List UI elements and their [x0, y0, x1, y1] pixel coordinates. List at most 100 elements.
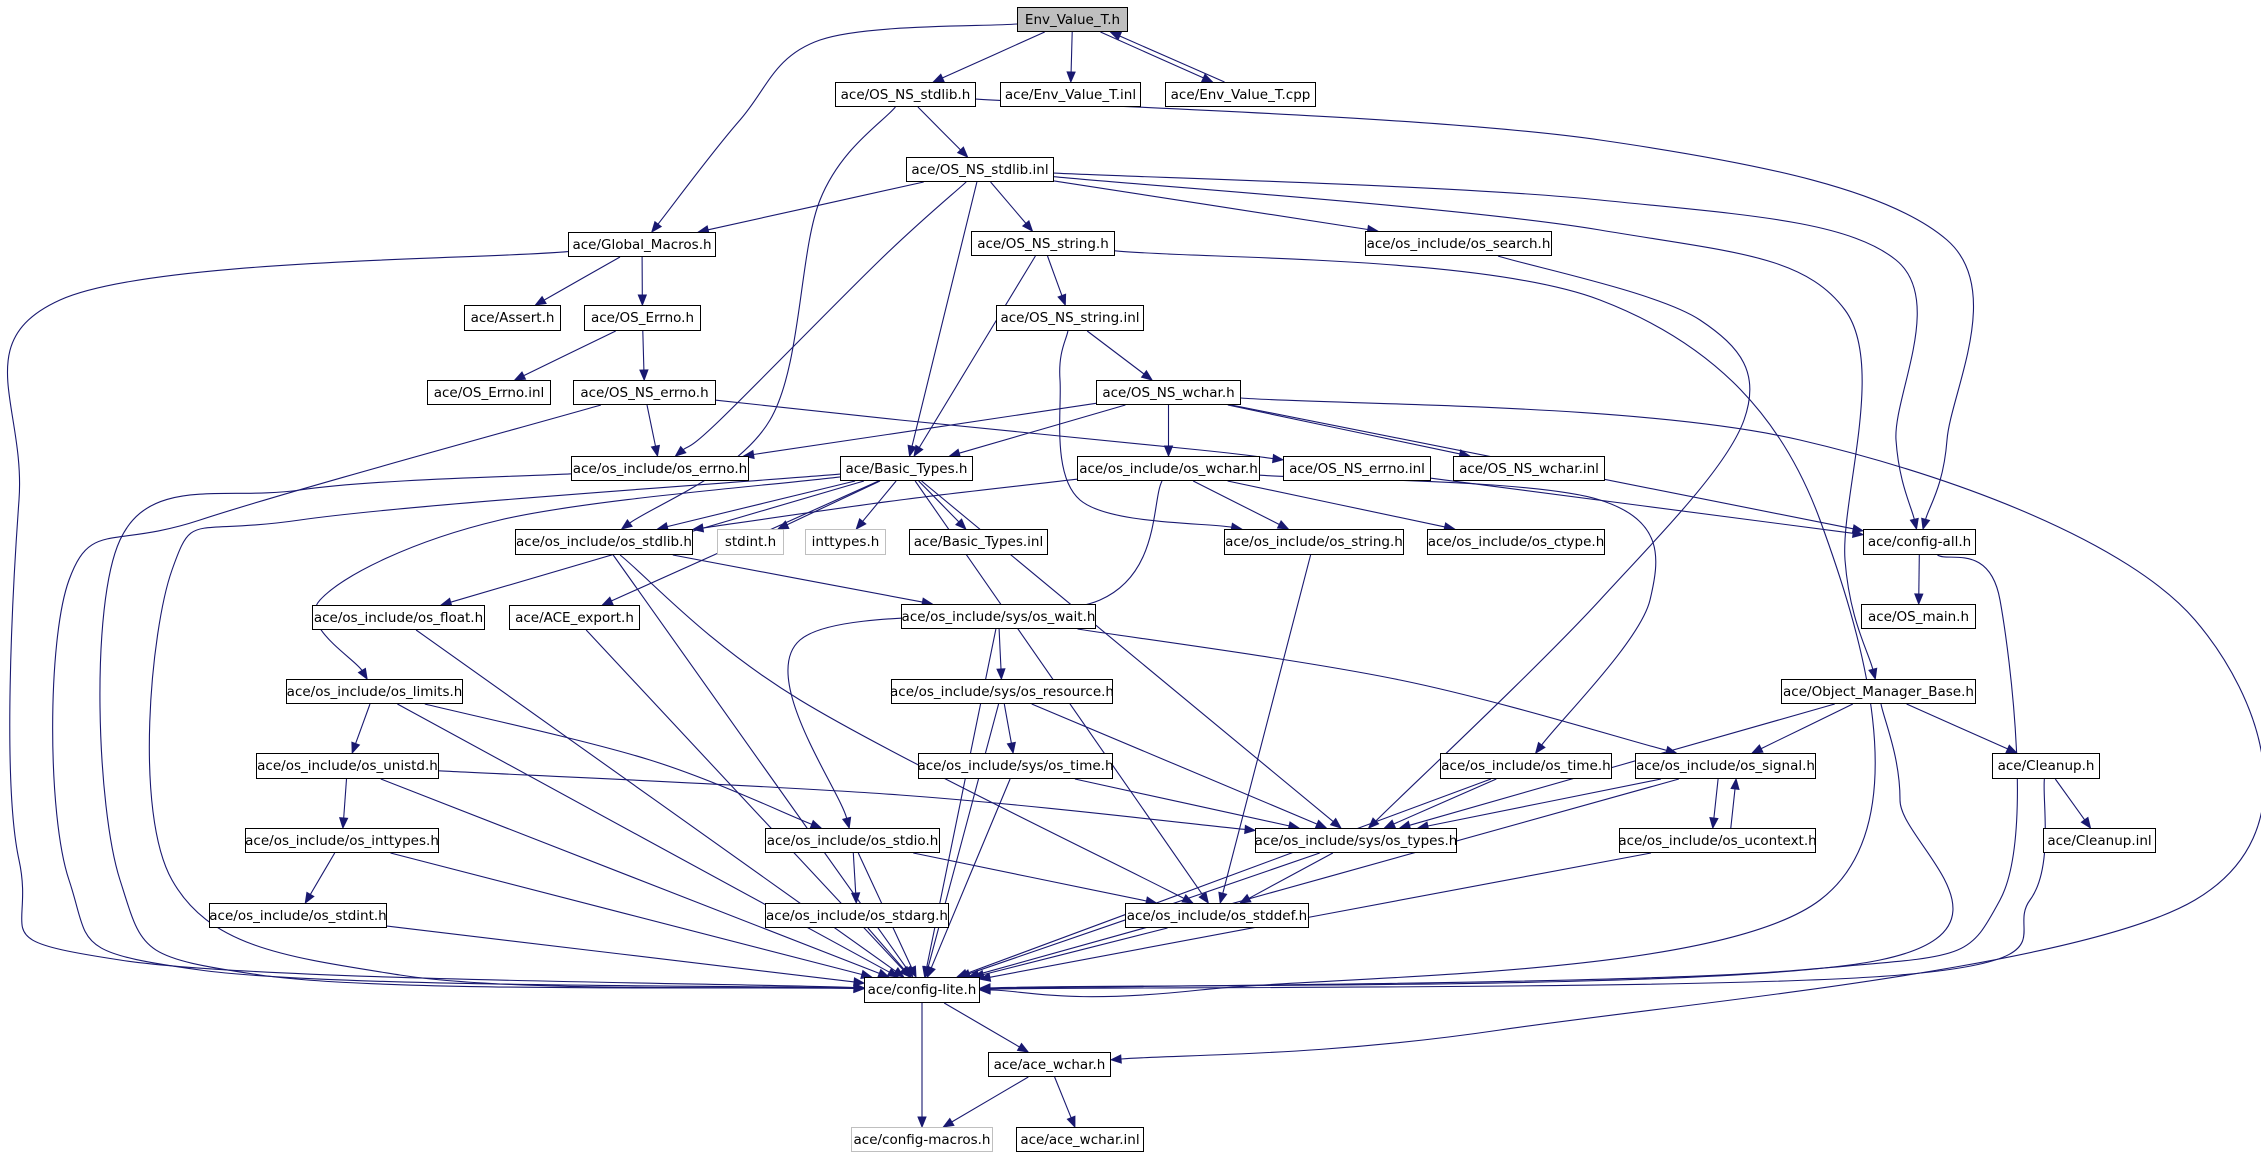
node-os-ns-string-h[interactable]: ace/OS_NS_string.h — [971, 231, 1115, 256]
node-basic-types-h[interactable]: ace/Basic_Types.h — [840, 456, 973, 481]
node-os-stddef-h[interactable]: ace/os_include/os_stddef.h — [1125, 903, 1309, 928]
edge-os-wchar-h-to-os-ctype-h — [1227, 480, 1445, 528]
node-global-macros-h[interactable]: ace/Global_Macros.h — [568, 232, 716, 257]
node-os-inttypes-h[interactable]: ace/os_include/os_inttypes.h — [245, 828, 439, 853]
node-os-limits-h[interactable]: ace/os_include/os_limits.h — [286, 679, 463, 704]
arrowhead-icon — [978, 984, 991, 994]
edge-os-unistd-h-to-config-lite-h — [380, 778, 880, 974]
arrowhead-icon — [978, 972, 992, 982]
edge-os-ns-errno-h-to-os-ns-errno-inl — [715, 399, 1274, 460]
node-ace-wchar-inl[interactable]: ace/ace_wchar.inl — [1016, 1127, 1144, 1152]
node-config-macros-h: ace/config-macros.h — [851, 1127, 993, 1152]
edge-ace-wchar-h-to-ace-wchar-inl — [1054, 1076, 1072, 1118]
arrowhead-icon — [2080, 816, 2092, 830]
node-label: ace/Global_Macros.h — [572, 236, 712, 253]
node-sys-os-types-h[interactable]: ace/os_include/sys/os_types.h — [1255, 828, 1457, 853]
node-os-time-h[interactable]: ace/os_include/os_time.h — [1440, 753, 1612, 779]
edge-os-errno-cap-h-to-os-ns-errno-h — [642, 330, 645, 371]
node-os-signal-h[interactable]: ace/os_include/os_signal.h — [1635, 753, 1816, 779]
edge-os-time-h-to-config-lite-h — [966, 778, 1492, 975]
node-os-ns-stdlib-h[interactable]: ace/OS_NS_stdlib.h — [835, 82, 976, 107]
arrowhead-icon — [932, 73, 945, 83]
edge-os-ns-stdlib-inl-to-basic-types-h — [911, 181, 978, 447]
node-sys-os-wait-h[interactable]: ace/os_include/sys/os_wait.h — [901, 604, 1096, 629]
node-sys-os-resource-h[interactable]: ace/os_include/sys/os_resource.h — [890, 679, 1114, 704]
node-label: ace/Basic_Types.h — [845, 460, 968, 477]
node-os-string-h[interactable]: ace/os_include/os_string.h — [1224, 529, 1404, 555]
node-os-unistd-h[interactable]: ace/os_include/os_unistd.h — [256, 753, 439, 779]
node-label: ace/os_include/os_time.h — [1441, 758, 1611, 774]
edge-os-time-h-to-sys-os-types-h — [1393, 778, 1497, 825]
edge-basic-types-h-to-stdint-h — [786, 480, 881, 526]
node-cleanup-h[interactable]: ace/Cleanup.h — [1992, 753, 2100, 779]
arrowhead-icon — [886, 967, 900, 978]
node-basic-types-inl[interactable]: ace/Basic_Types.inl — [909, 529, 1048, 555]
node-os-ns-stdlib-inl[interactable]: ace/OS_NS_stdlib.inl — [906, 157, 1054, 182]
edge-os-wchar-h-to-os-string-h — [1192, 480, 1280, 525]
node-ace-wchar-h[interactable]: ace/ace_wchar.h — [988, 1052, 1111, 1077]
node-config-lite-h[interactable]: ace/config-lite.h — [864, 977, 980, 1003]
edge-os-stdio-h-to-os-stdarg-h — [852, 852, 857, 894]
node-label: ace/os_include/sys/os_resource.h — [890, 683, 1114, 700]
edge-object-manager-base-h-to-os-signal-h — [1760, 703, 1854, 750]
edge-os-string-h-to-os-stddef-h — [1222, 554, 1312, 894]
node-os-stdio-h[interactable]: ace/os_include/os_stdio.h — [765, 828, 940, 853]
node-os-stdlib-h[interactable]: ace/os_include/os_stdlib.h — [515, 529, 693, 555]
edge-object-manager-base-h-to-cleanup-h — [1906, 703, 2008, 750]
arrowhead-icon — [942, 1117, 955, 1128]
edge-env-value-t-h-to-env-value-t-cpp — [1100, 31, 1204, 79]
node-label: ace/os_include/os_stdint.h — [209, 907, 387, 924]
node-assert-h[interactable]: ace/Assert.h — [464, 305, 561, 331]
edge-os-stdlib-h-to-sys-os-wait-h — [672, 554, 923, 603]
arrowhead-icon — [1730, 777, 1740, 790]
edge-os-ns-stdlib-inl-to-os-errno-h — [682, 181, 967, 451]
edge-ace-wchar-h-to-config-macros-h — [951, 1076, 1029, 1123]
node-os-ucontext-h[interactable]: ace/os_include/os_ucontext.h — [1618, 828, 1817, 853]
node-object-manager-base-h[interactable]: ace/Object_Manager_Base.h — [1781, 679, 1976, 704]
node-os-errno-cap-h[interactable]: ace/OS_Errno.h — [584, 305, 701, 331]
node-label: inttypes.h — [811, 534, 880, 550]
node-ace-export-h[interactable]: ace/ACE_export.h — [509, 605, 640, 630]
edge-basic-types-h-to-inttypes-h — [862, 480, 897, 522]
arrowhead-icon — [955, 518, 967, 530]
node-env-value-t-cpp[interactable]: ace/Env_Value_T.cpp — [1165, 82, 1316, 107]
arrowhead-icon — [853, 983, 866, 993]
node-sys-os-time-h[interactable]: ace/os_include/sys/os_time.h — [917, 753, 1114, 779]
edge-os-wchar-h-to-os-stdlib-h — [702, 478, 1078, 529]
node-os-ns-wchar-h[interactable]: ace/OS_NS_wchar.h — [1096, 380, 1241, 405]
node-env-value-t-inl[interactable]: ace/Env_Value_T.inl — [1000, 82, 1141, 107]
node-stdint-h: stdint.h — [717, 529, 784, 555]
node-os-search-h[interactable]: ace/os_include/os_search.h — [1365, 231, 1552, 256]
edge-os-stdio-h-to-os-stddef-h — [913, 852, 1147, 902]
arrowhead-icon — [620, 519, 633, 530]
node-os-ns-errno-inl[interactable]: ace/OS_NS_errno.inl — [1283, 456, 1431, 481]
node-label: ace/ace_wchar.inl — [1020, 1131, 1140, 1148]
node-os-ns-string-inl[interactable]: ace/OS_NS_string.inl — [996, 305, 1144, 331]
node-label: ace/Cleanup.h — [1997, 758, 2095, 774]
edge-os-errno-cap-h-to-os-errno-cap-inl — [523, 330, 616, 377]
edge-os-wchar-h-to-os-time-h — [1259, 474, 1657, 746]
node-os-stdarg-h[interactable]: ace/os_include/os_stdarg.h — [765, 903, 949, 928]
arrowhead-icon — [1909, 517, 1919, 531]
edge-os-ns-string-inl-to-os-ns-wchar-h — [1086, 330, 1145, 375]
arrowhead-icon — [1218, 891, 1228, 905]
arrowhead-icon — [1534, 741, 1546, 755]
node-label: ace/config-all.h — [1867, 534, 1972, 550]
node-os-errno-cap-inl[interactable]: ace/OS_Errno.inl — [427, 380, 551, 405]
edge-cleanup-h-to-config-lite-h — [989, 778, 2046, 990]
node-os-main-h[interactable]: ace/OS_main.h — [1861, 604, 1976, 629]
edge-basic-types-h-to-config-lite-h — [148, 473, 855, 989]
node-cleanup-inl[interactable]: ace/Cleanup.inl — [2043, 828, 2156, 853]
node-label: ace/os_include/os_unistd.h — [257, 758, 438, 774]
node-label: ace/OS_NS_errno.inl — [1289, 460, 1425, 477]
node-os-stdint-h[interactable]: ace/os_include/os_stdint.h — [209, 903, 387, 928]
node-os-ns-wchar-inl[interactable]: ace/OS_NS_wchar.inl — [1453, 456, 1605, 481]
node-config-all-h[interactable]: ace/config-all.h — [1863, 529, 1976, 555]
node-os-float-h[interactable]: ace/os_include/os_float.h — [312, 605, 485, 630]
node-os-ctype-h[interactable]: ace/os_include/os_ctype.h — [1427, 529, 1605, 555]
node-os-ns-errno-h[interactable]: ace/OS_NS_errno.h — [573, 380, 716, 405]
node-os-wchar-h[interactable]: ace/os_include/os_wchar.h — [1077, 456, 1260, 481]
node-os-errno-h[interactable]: ace/os_include/os_errno.h — [571, 456, 749, 481]
